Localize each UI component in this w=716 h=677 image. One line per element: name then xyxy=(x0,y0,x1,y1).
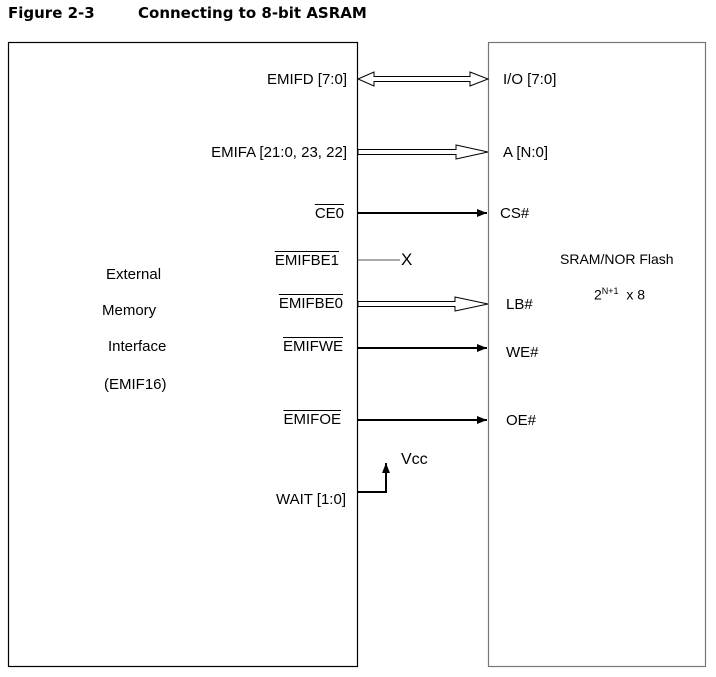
signal-oe: OE# xyxy=(506,412,537,429)
signal-emifwe: EMIFWE xyxy=(283,338,343,355)
signal-lb: LB# xyxy=(506,296,533,313)
size-base: 2 xyxy=(594,286,602,303)
figure-title: Connecting to 8-bit ASRAM xyxy=(138,4,367,22)
sram-block xyxy=(487,41,707,668)
emif-label-line4: (EMIF16) xyxy=(104,376,167,393)
signal-vcc: Vcc xyxy=(401,451,428,468)
signal-a: A [N:0] xyxy=(503,144,549,161)
emif-label-line3: Interface xyxy=(108,338,167,355)
signal-emifbe1: EMIFBE1 xyxy=(274,252,339,269)
figure-number: Figure 2-3 xyxy=(8,4,95,22)
sram-name: SRAM/NOR Flash xyxy=(560,251,674,267)
emif-block xyxy=(7,41,359,668)
no-connect-x: X xyxy=(401,250,413,269)
sram-size: 2N+1 x 8 xyxy=(594,283,645,304)
emif-label-line1: External xyxy=(106,266,162,283)
signal-wait: WAIT [1:0] xyxy=(275,491,346,508)
signal-we: WE# xyxy=(506,344,539,361)
signal-emifd: EMIFD [7:0] xyxy=(266,71,347,88)
signal-emifoe: EMIFOE xyxy=(283,411,341,428)
signal-emifa: EMIFA [21:0, 23, 22] xyxy=(211,144,347,161)
wait-pullup-arrow xyxy=(358,463,390,493)
signal-cs: CS# xyxy=(500,205,530,222)
emifbe0-arrow xyxy=(357,296,489,312)
signal-io: I/O [7:0] xyxy=(503,71,557,88)
address-bus-arrow xyxy=(357,144,489,160)
size-exponent: N+1 xyxy=(601,286,619,296)
size-suffix: x 8 xyxy=(626,286,646,303)
data-bus-arrow xyxy=(356,71,490,87)
emif-label-line2: Memory xyxy=(102,302,157,319)
signal-emifbe0: EMIFBE0 xyxy=(278,295,343,312)
signal-ce0: CE0 xyxy=(314,205,344,222)
